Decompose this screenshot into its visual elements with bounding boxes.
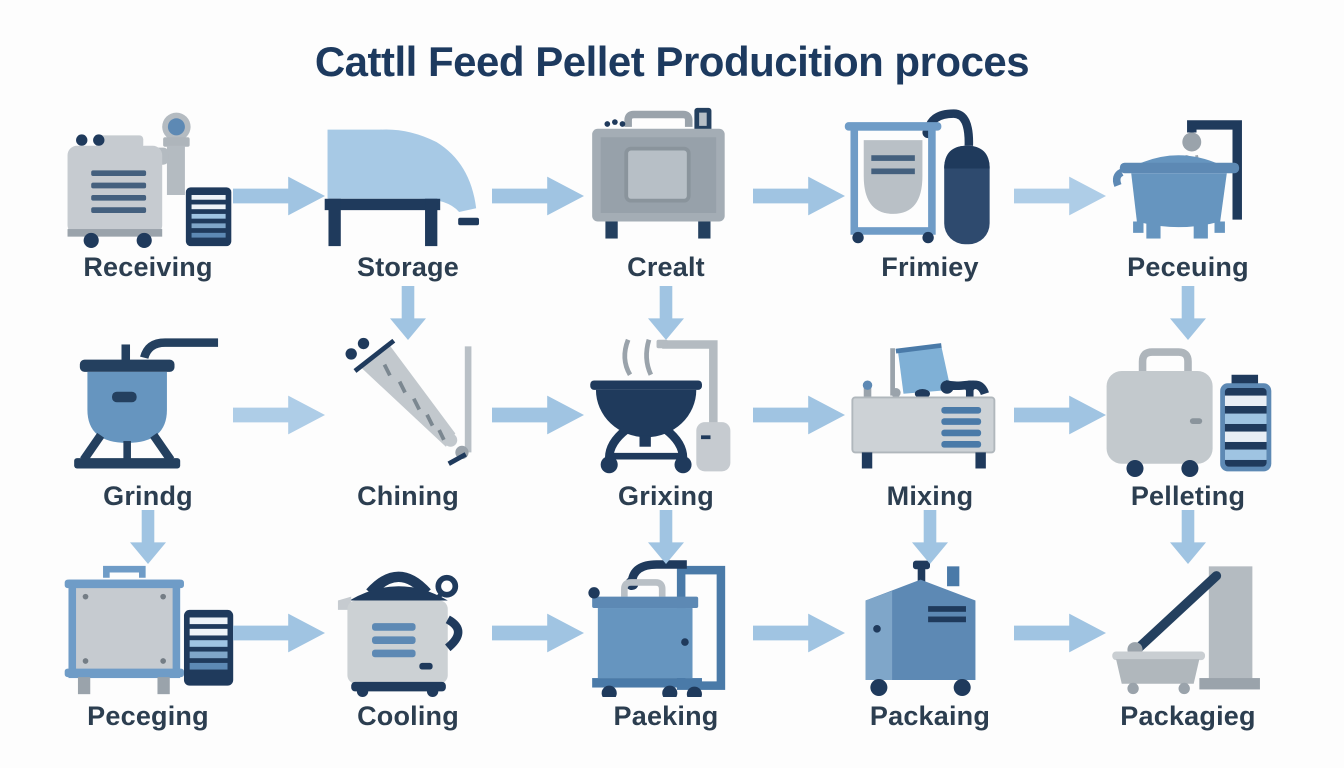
cooler-machine-icon — [303, 555, 513, 697]
packing-machine-icon — [561, 555, 771, 697]
flow-arrow-right-icon — [1014, 173, 1106, 219]
stage-label: Chining — [357, 481, 459, 511]
flow-arrow-right-icon — [233, 610, 325, 656]
stage-grindg: Grindg — [33, 332, 263, 512]
stage-chining: Chining — [293, 332, 523, 512]
pellet-mill-with-die-icon — [1083, 335, 1293, 477]
grinder-hopper-icon — [43, 335, 253, 477]
flow-arrow-down-icon — [648, 510, 684, 564]
stage-label: Grindg — [103, 481, 193, 511]
stage-peceging: Peceging — [33, 552, 263, 732]
intake-mill-machine-icon — [43, 106, 253, 248]
stage-grixing: Grixing — [551, 332, 781, 512]
flow-arrow-right-icon — [753, 173, 845, 219]
stage-crealt: Crealt — [551, 103, 781, 283]
steam-kettle-icon — [561, 335, 771, 477]
flow-arrow-down-icon — [912, 510, 948, 564]
flow-arrow-right-icon — [492, 610, 584, 656]
stage-frimiey: Frimiey — [815, 103, 1045, 283]
stage-pelleting: Pelleting — [1073, 332, 1303, 512]
storage-chute-icon — [303, 106, 513, 248]
stage-storage: Storage — [293, 103, 523, 283]
tank-cart-with-cylinder-icon — [825, 106, 1035, 248]
conveyor-stacker-icon — [1083, 555, 1293, 697]
flow-arrow-right-icon — [753, 610, 845, 656]
flow-arrow-right-icon — [233, 392, 325, 438]
stage-label: Peceging — [87, 701, 209, 731]
flow-arrow-right-icon — [492, 392, 584, 438]
flow-arrow-right-icon — [492, 173, 584, 219]
stage-packaing: Packaing — [815, 552, 1045, 732]
stage-label: Peceuing — [1127, 252, 1249, 282]
flow-arrow-right-icon — [233, 173, 325, 219]
screening-panel-icon — [43, 555, 253, 697]
flow-arrow-down-icon — [130, 510, 166, 564]
screw-conveyor-icon — [303, 335, 513, 477]
diagram-title: Cattll Feed Pellet Producition proces — [314, 38, 1030, 85]
stage-receiving: Receiving — [33, 103, 263, 283]
stage-label: Storage — [357, 252, 459, 282]
flow-arrow-right-icon — [753, 392, 845, 438]
stage-label: Paeking — [613, 701, 719, 731]
stage-label: Cooling — [357, 701, 459, 731]
mixer-machine-icon — [825, 335, 1035, 477]
stage-cooling: Cooling — [293, 552, 523, 732]
flow-arrow-right-icon — [1014, 392, 1106, 438]
flow-arrow-down-icon — [1170, 510, 1206, 564]
stage-label: Receiving — [83, 252, 213, 282]
stage-label: Pelleting — [1130, 481, 1246, 511]
stage-peceuing: Peceuing — [1073, 103, 1303, 283]
stage-label: Mixing — [886, 481, 974, 511]
bagging-machine-icon — [825, 555, 1035, 697]
flow-arrow-down-icon — [390, 286, 426, 340]
stage-label: Grixing — [618, 481, 714, 511]
stage-label: Crealt — [627, 252, 705, 282]
flow-arrow-right-icon — [1014, 610, 1106, 656]
flow-arrow-down-icon — [648, 286, 684, 340]
stage-label: Frimiey — [881, 252, 979, 282]
stage-label: Packagieg — [1120, 701, 1256, 731]
stage-paeking: Paeking — [551, 552, 781, 732]
conditioning-pot-icon — [1083, 106, 1293, 248]
stage-packagieg: Packagieg — [1073, 552, 1303, 732]
dryer-cabinet-icon — [561, 106, 771, 248]
flow-arrow-down-icon — [1170, 286, 1206, 340]
stage-label: Packaing — [869, 701, 991, 731]
stage-mixing: Mixing — [815, 332, 1045, 512]
